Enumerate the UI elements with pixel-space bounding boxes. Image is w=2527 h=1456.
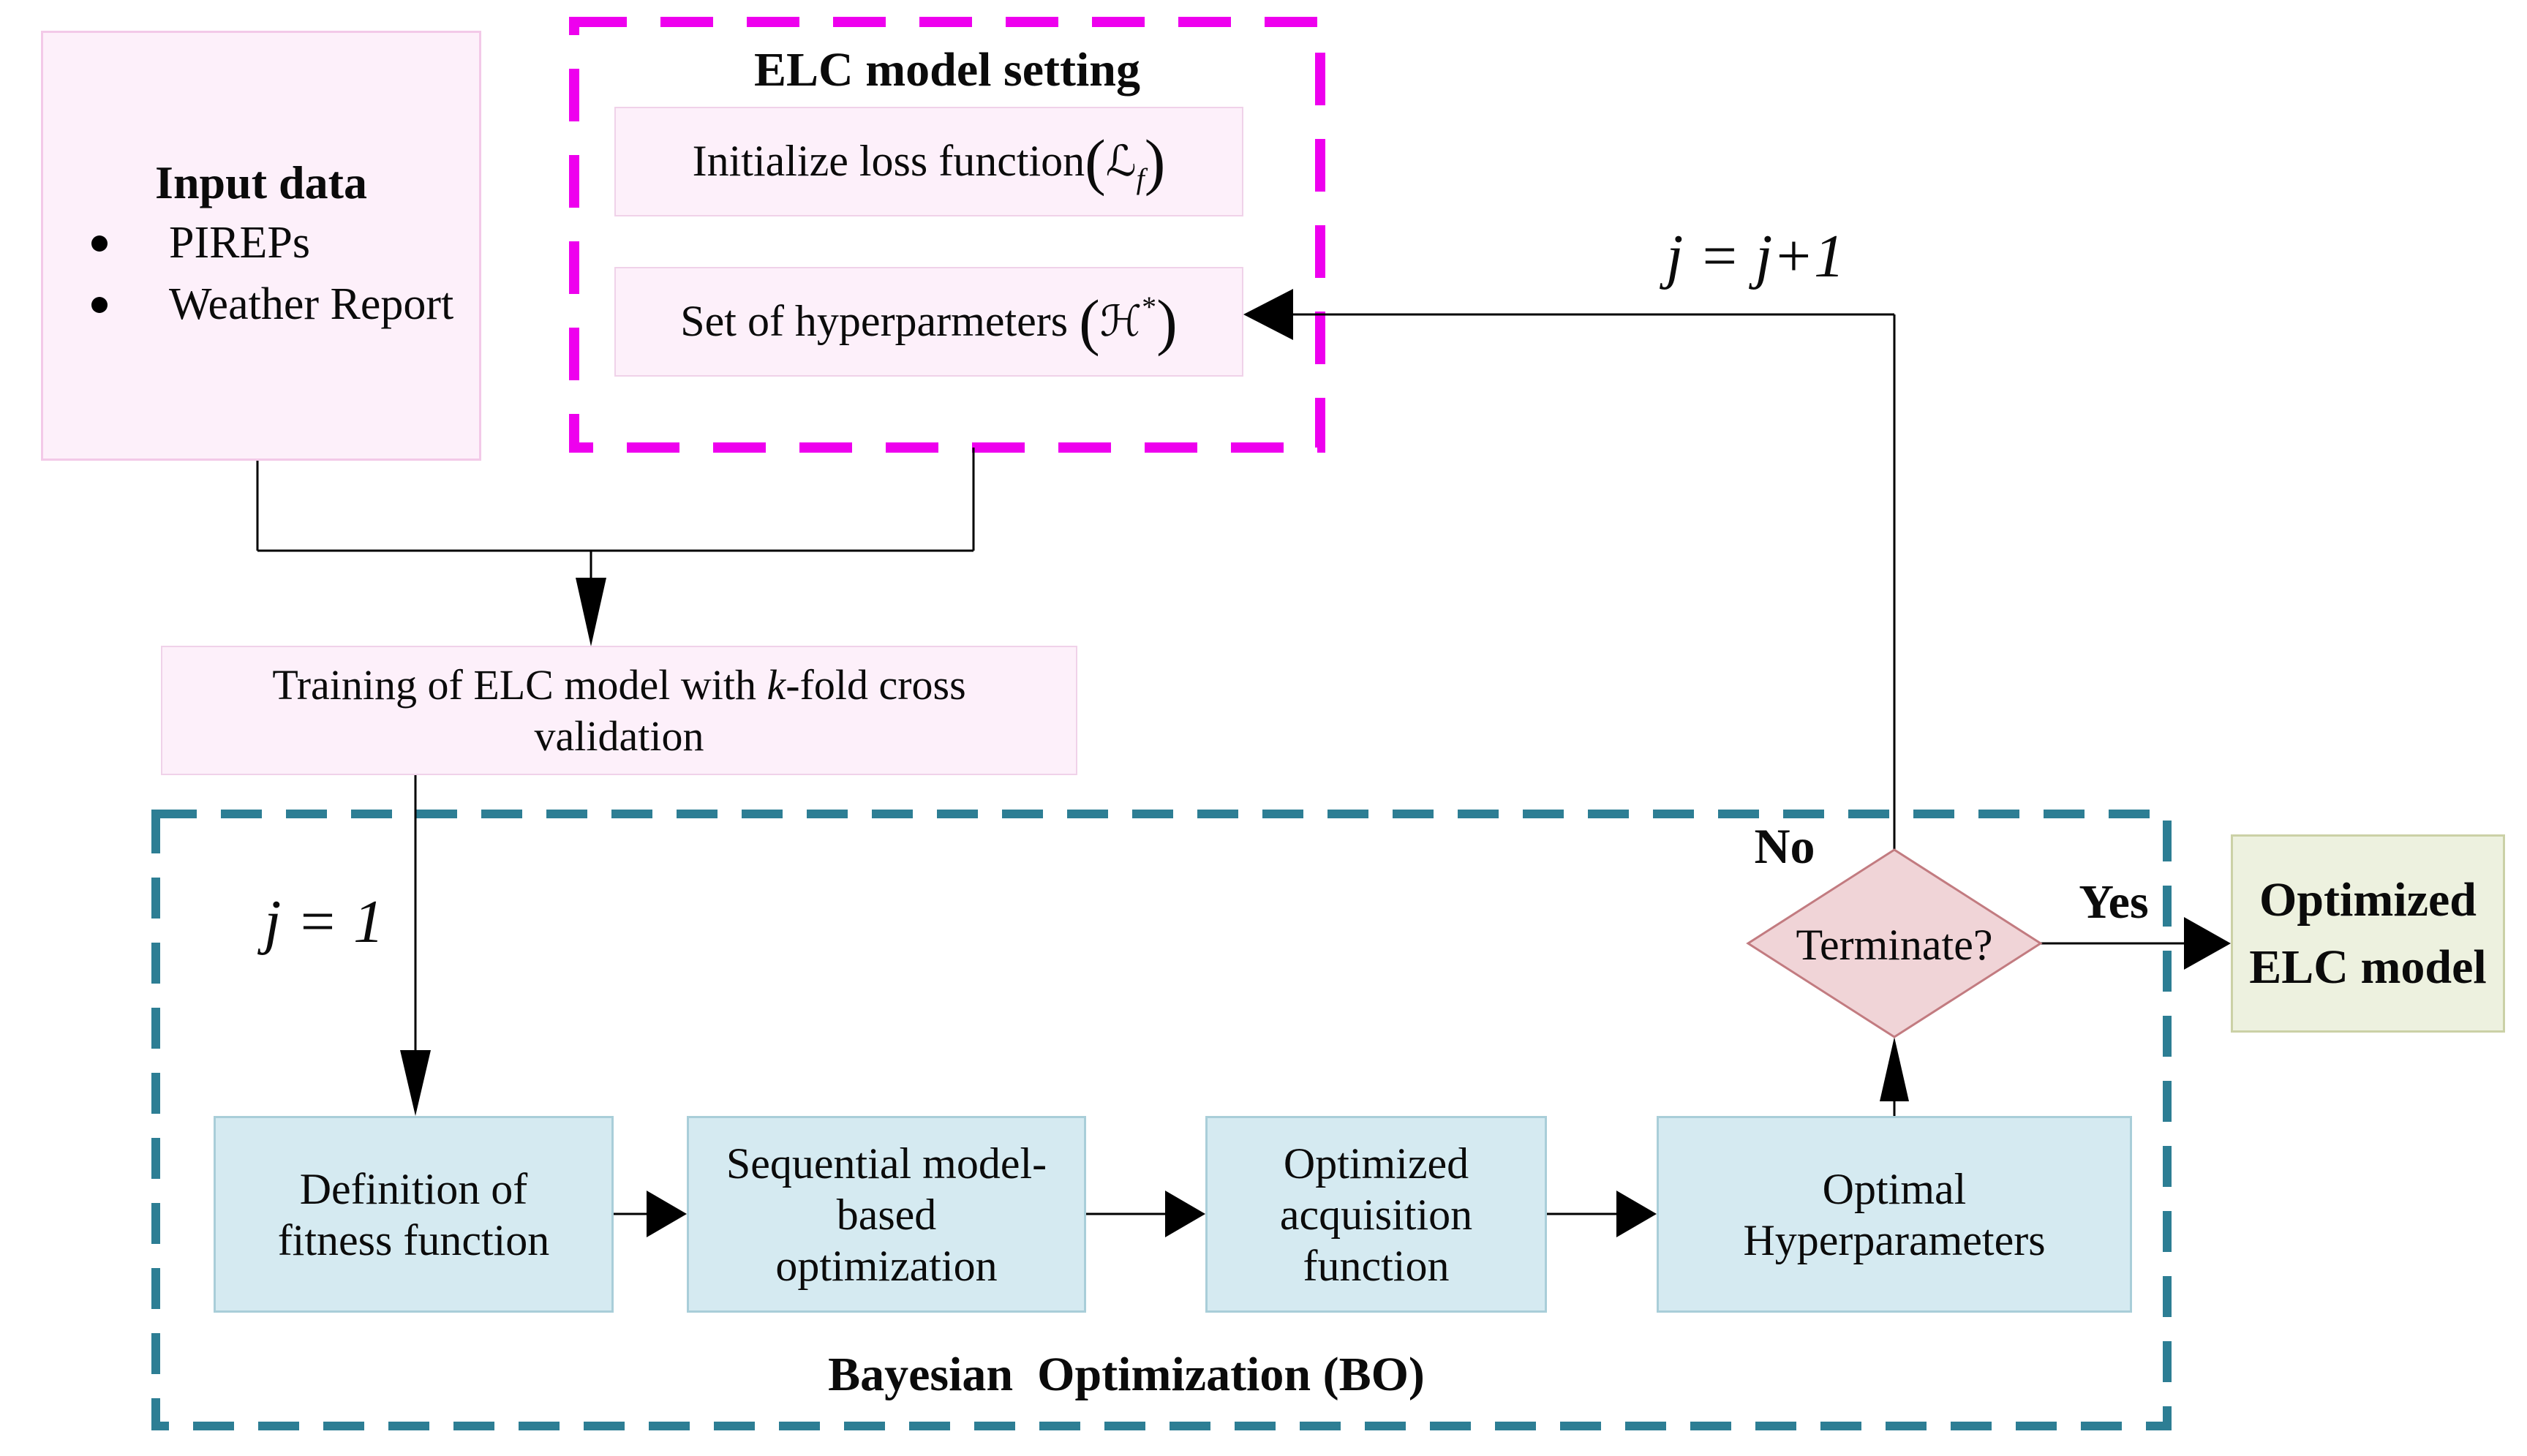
list-item: PIREPs	[91, 217, 310, 269]
fitness-line1: Definition of	[299, 1164, 528, 1213]
terminate-diamond-shape	[1746, 848, 2043, 1038]
loss-symbol: ℒ	[1105, 136, 1137, 186]
hyper-text: Set of hyperparmeters	[680, 297, 1069, 345]
acquisition-line1: Optimized	[1283, 1139, 1469, 1188]
loop-increment-label: j = j+1	[1665, 222, 1845, 290]
list-item-label: PIREPs	[169, 218, 310, 268]
training-line1: Training of ELC model with k-fold cross	[272, 660, 965, 711]
training-k: k	[767, 660, 786, 709]
arrowhead-right-acquisition-icon	[1165, 1191, 1205, 1237]
arrowhead-down-training-icon	[576, 578, 606, 646]
initialize-loss-function-box: Initialize loss function(ℒf)	[614, 107, 1243, 216]
bullet-icon	[91, 296, 108, 313]
initialize-loss-function-label: Initialize loss function(ℒf)	[693, 125, 1166, 198]
training-suffix: -fold cross	[786, 660, 966, 709]
set-of-hyperparameters-box: Set of hyperparmeters (ℋ*)	[614, 267, 1243, 377]
loop-init-label: j = 1	[263, 888, 385, 956]
optimized-acquisition-function-box: Optimized acquisition function	[1205, 1116, 1547, 1313]
hyper-symbol: ℋ	[1099, 296, 1142, 346]
arrowhead-right-optimal-icon	[1616, 1191, 1657, 1237]
smbo-line1: Sequential model-	[726, 1139, 1047, 1188]
no-branch-label: No	[1754, 818, 1815, 874]
list-item-label: Weather Report	[169, 279, 454, 329]
arrowhead-right-result-icon	[2184, 917, 2231, 970]
optimized-elc-model-box: Optimized ELC model	[2231, 834, 2505, 1033]
terminate-diamond-label: Terminate?	[1796, 921, 1993, 969]
optimal-hyperparameters-box: Optimal Hyperparameters	[1657, 1116, 2132, 1313]
result-line1: Optimized	[2259, 872, 2477, 927]
yes-branch-label: Yes	[2079, 875, 2149, 929]
input-data-title: Input data	[155, 156, 367, 208]
open-paren: (	[1079, 287, 1100, 357]
training-prefix: Training of ELC model with	[272, 660, 767, 709]
close-paren: )	[1144, 127, 1166, 197]
training-box: Training of ELC model with k-fold cross …	[161, 646, 1077, 775]
sequential-model-based-optimization-box: Sequential model- based optimization	[687, 1116, 1086, 1313]
smbo-line3: optimization	[775, 1241, 998, 1290]
bayesian-optimization-dashed-border	[151, 810, 2172, 1430]
optimal-line2: Hyperparameters	[1743, 1215, 2046, 1264]
result-line2: ELC model	[2249, 940, 2487, 994]
arrowhead-right-smbo-icon	[647, 1191, 687, 1237]
set-of-hyperparameters-label: Set of hyperparmeters (ℋ*)	[680, 285, 1177, 358]
acquisition-line2: acquisition	[1279, 1190, 1473, 1239]
arrowhead-left-hyper-icon	[1243, 289, 1293, 340]
open-paren: (	[1085, 127, 1106, 197]
list-item: Weather Report	[91, 279, 453, 331]
loss-subscript: f	[1136, 162, 1145, 195]
acquisition-line3: function	[1303, 1241, 1450, 1290]
elc-model-setting-dashed-border	[569, 17, 1325, 453]
close-paren: )	[1156, 287, 1178, 357]
input-data-box: Input data PIREPs Weather Report	[41, 31, 481, 461]
bullet-icon	[91, 235, 108, 252]
hyper-superscript: *	[1142, 290, 1157, 323]
training-line2: validation	[534, 712, 704, 760]
arrowhead-down-fitness-icon	[400, 1050, 431, 1116]
arrowhead-up-terminate-icon	[1880, 1037, 1909, 1101]
init-text: Initialize loss function	[692, 137, 1085, 185]
definition-of-fitness-function-box: Definition of fitness function	[214, 1116, 614, 1313]
elc-model-setting-title: ELC model setting	[754, 43, 1140, 97]
optimal-line1: Optimal	[1822, 1164, 1967, 1213]
fitness-line2: fitness function	[277, 1215, 550, 1264]
bayesian-optimization-title: Bayesian Optimization (BO)	[828, 1348, 1425, 1401]
smbo-line2: based	[836, 1190, 937, 1239]
